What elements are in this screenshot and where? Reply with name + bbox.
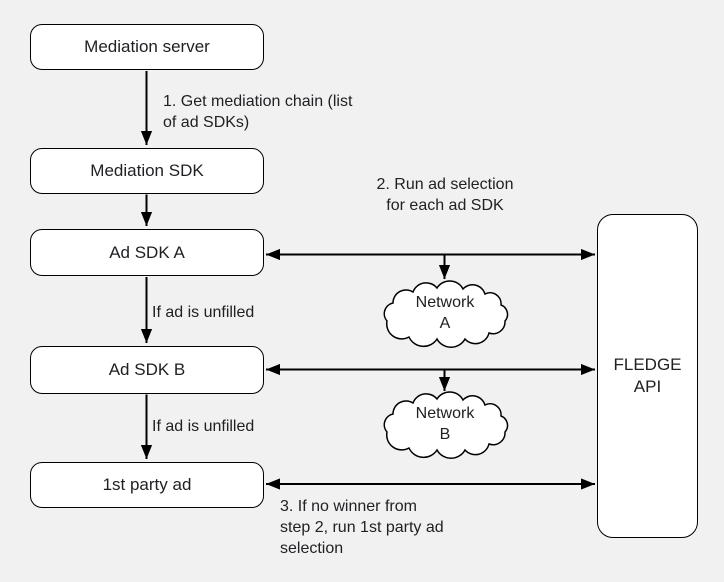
label-step3-first-party-selection: 3. If no winner from step 2, run 1st par…	[280, 498, 444, 557]
label-step1-get-mediation-chain: 1. Get mediation chain (list of ad SDKs)	[163, 93, 353, 131]
node-mediation-sdk: Mediation SDK	[30, 148, 264, 194]
node-ad-sdk-a: Ad SDK A	[30, 229, 264, 276]
network-a-label: Network A	[415, 294, 475, 332]
node-first-party-ad: 1st party ad	[30, 462, 264, 508]
node-mediation-server: Mediation server	[30, 24, 264, 70]
network-b-label: Network B	[415, 405, 475, 443]
label-if-ad-unfilled-1: If ad is unfilled	[152, 304, 255, 321]
label-if-ad-unfilled-2: If ad is unfilled	[152, 418, 255, 435]
node-fledge-api: FLEDGE API	[597, 214, 698, 538]
node-ad-sdk-b: Ad SDK B	[30, 346, 264, 394]
label-step2-run-ad-selection: 2. Run ad selection for each ad SDK	[376, 176, 514, 214]
